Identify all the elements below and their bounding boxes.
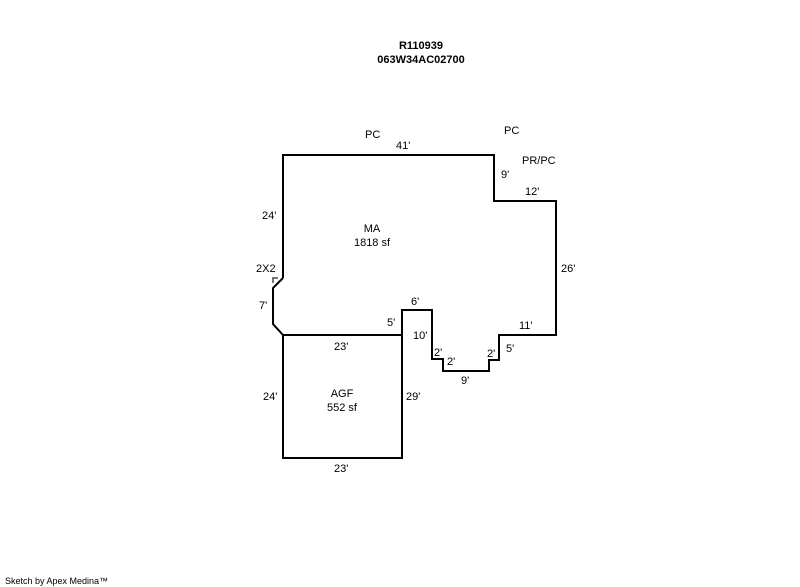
note-2x2: 2X2 (256, 263, 276, 275)
area-ma-code: MA (363, 223, 381, 235)
footer-credit: Sketch by Apex Medina™ (5, 576, 109, 586)
dim-notch-6: 6' (411, 296, 420, 308)
dim-notch-2a: 2' (447, 356, 456, 368)
dim-agf-top: 23' (334, 341, 349, 353)
dim-notch-5: 5' (506, 343, 515, 355)
dim-notch-5b: 5' (387, 317, 396, 329)
dim-left-upper: 24' (262, 210, 277, 222)
dim-agf-right: 29' (406, 391, 421, 403)
dim-left-7: 7' (259, 300, 268, 312)
dim-notch-2b: 2' (487, 348, 496, 360)
garage-outline (282, 334, 403, 459)
dim-agf-bottom: 23' (334, 463, 349, 475)
area-agf-size: 552 sf (327, 402, 357, 414)
note-pr-pc: PR/PC (522, 155, 556, 167)
area-agf-code: AGF (330, 388, 354, 400)
dim-top: 41' (396, 140, 411, 152)
dim-notch-9: 9' (461, 375, 470, 387)
dim-notch-2c: 2' (434, 347, 443, 359)
two-by-two-marker (272, 277, 278, 283)
dim-step-down: 9' (501, 169, 510, 181)
note-pc-right: PC (504, 125, 520, 137)
dim-step-right: 12' (525, 186, 540, 198)
area-ma-size: 1818 sf (353, 237, 391, 249)
dim-notch-10: 10' (413, 330, 428, 342)
map-tax-lot: 063W34AC02700 (377, 54, 465, 66)
dim-right: 26' (561, 263, 576, 275)
account-number: R110939 (398, 40, 444, 52)
dim-bottom-right: 11' (519, 320, 533, 332)
dim-agf-left: 24' (263, 391, 278, 403)
note-pc-left: PC (365, 129, 381, 141)
